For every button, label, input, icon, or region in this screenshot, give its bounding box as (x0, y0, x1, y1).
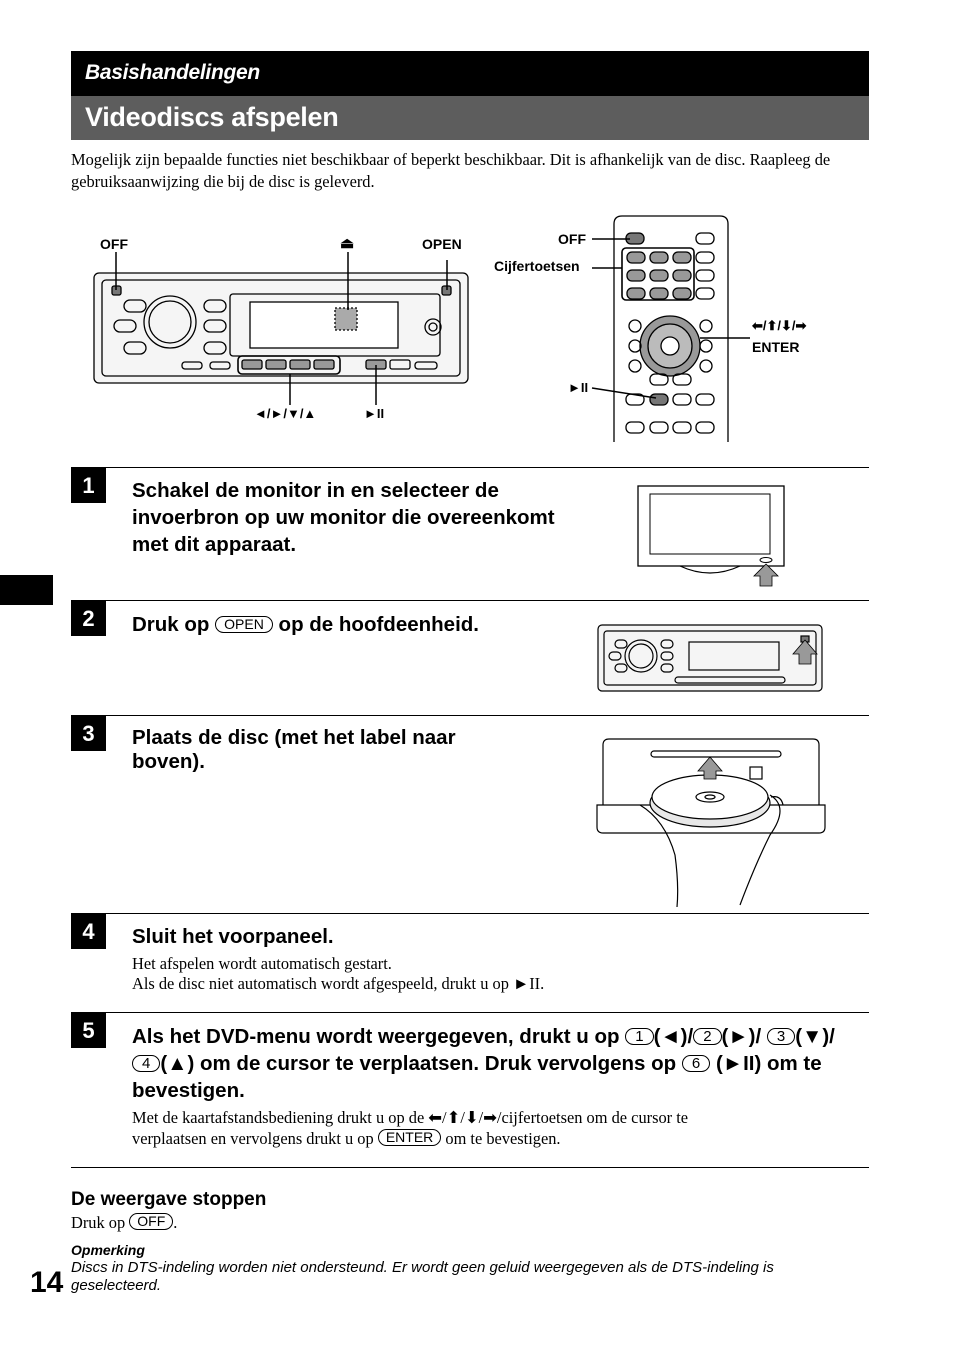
stop-heading: De weergave stoppen (71, 1189, 267, 1210)
step-number: 2 (71, 601, 106, 636)
key-3: 3 (766, 1028, 796, 1045)
divider (71, 1012, 869, 1013)
remote-play-pause-icon: ►II (568, 380, 589, 395)
step-number: 4 (71, 914, 106, 949)
step-5-body-2: verplaatsen en vervolgens drukt u op ENT… (132, 1129, 561, 1148)
step-1-title: Schakel de monitor in en selecteer de in… (132, 479, 555, 556)
step-2-title: Druk op OPEN op de hoofdeenheid. (132, 613, 479, 636)
step-3-title: Plaats de disc (met het label naar boven… (132, 726, 456, 773)
step-number: 1 (71, 468, 106, 503)
section-header: Basishandelingen (71, 51, 869, 96)
page-number: 14 (30, 1266, 64, 1299)
key-1: 1 (625, 1028, 654, 1045)
divider (71, 600, 869, 601)
label-arrows: ◄/►/▼/▲ (254, 406, 317, 421)
play-pause-icon: ►II (364, 406, 385, 421)
main-unit-illustration (93, 272, 469, 384)
key-4: 4 (132, 1055, 161, 1072)
step-5-title: Als het DVD-menu wordt weergegeven, druk… (132, 1025, 835, 1102)
note-heading: Opmerking (71, 1242, 145, 1258)
step-4-body-1: Het afspelen wordt automatisch gestart. (132, 954, 392, 973)
label-off: OFF (100, 236, 128, 252)
step-number: 3 (71, 716, 106, 751)
intro-text: Mogelijk zijn bepaalde functies niet bes… (71, 150, 831, 191)
disc-insert-illustration (596, 738, 826, 908)
off-key: OFF (129, 1213, 174, 1230)
open-key: OPEN (215, 616, 273, 633)
step-number: 5 (71, 1013, 106, 1048)
step-5-body-1: Met de kaartafstandsbediening drukt u op… (132, 1108, 689, 1127)
controls-diagram (93, 215, 750, 442)
key-2: 2 (693, 1028, 722, 1045)
divider (71, 913, 869, 914)
remote-label-enter: ENTER (752, 339, 800, 355)
main-unit-open-illustration (597, 624, 823, 692)
divider (71, 1167, 869, 1168)
step-4-title: Sluit het voorpaneel. (132, 925, 334, 948)
page-title: Videodiscs afspelen (85, 102, 339, 132)
label-open: OPEN (422, 236, 462, 252)
key-6: 6 (681, 1055, 711, 1072)
remote-label-arrows: ⬅/⬆/⬇/➡ (752, 318, 807, 333)
remote-illustration (613, 215, 729, 442)
section-tab (0, 575, 53, 605)
enter-key: ENTER (377, 1129, 442, 1146)
remote-label-off: OFF (558, 231, 586, 247)
stop-text: Druk op OFF. (71, 1213, 178, 1232)
section-title: Basishandelingen (85, 61, 260, 84)
divider (71, 467, 869, 468)
remote-label-number-keys: Cijfertoetsen (494, 258, 580, 274)
page-header: Videodiscs afspelen (71, 96, 869, 140)
note-text: Discs in DTS-indeling worden niet onders… (71, 1259, 774, 1294)
monitor-illustration (637, 485, 785, 587)
divider (71, 715, 869, 716)
eject-icon: ⏏ (340, 235, 355, 252)
step-4-body-2: Als de disc niet automatisch wordt afges… (132, 974, 545, 993)
